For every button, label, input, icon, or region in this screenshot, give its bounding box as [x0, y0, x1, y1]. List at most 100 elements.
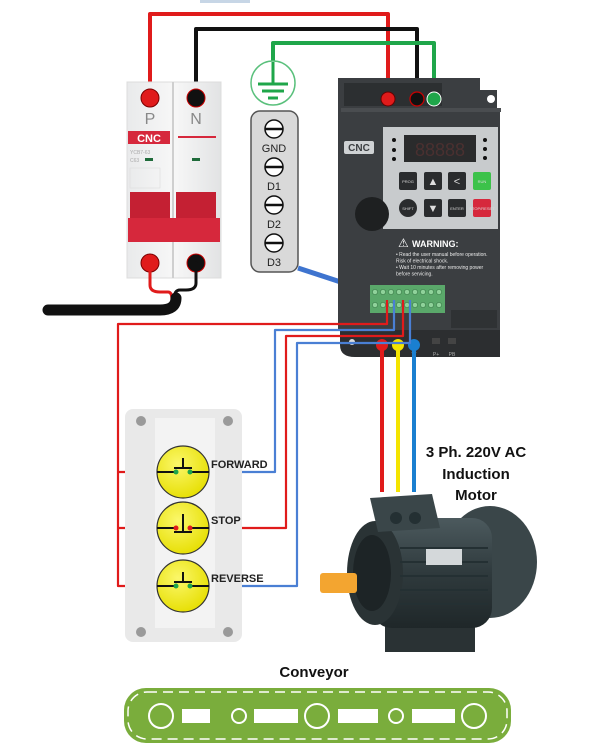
push-button-label: FORWARD [211, 459, 268, 471]
conveyor-slot [254, 709, 298, 723]
top-edge-strip [200, 0, 250, 3]
conveyor-belt[interactable] [124, 688, 511, 743]
vfd-key-[interactable]: < [448, 172, 466, 190]
conveyor-slot [412, 709, 455, 723]
breaker-label-p: P [145, 111, 156, 128]
vfd-display [404, 135, 476, 162]
stop-wire [208, 300, 405, 530]
legend-terminal-gnd: GND [262, 119, 287, 155]
vfd-key-prog[interactable]: PROG [399, 172, 417, 190]
vfd-key-label: ▼ [428, 203, 439, 215]
breaker-brand-badge [128, 131, 170, 144]
conveyor-roller [304, 703, 330, 729]
control-terminal-screw[interactable] [380, 302, 386, 308]
control-terminal-screw[interactable] [404, 302, 410, 308]
vfd-brand: CNC [348, 143, 370, 154]
vfd-display-readout: 88888 [415, 140, 465, 160]
vfd-output-pplus[interactable]: P+ [432, 338, 440, 358]
push-button-stop[interactable]: STOP [156, 501, 241, 555]
reverse-wire [208, 300, 412, 588]
circuit-breaker[interactable]: P N CNC YCB7-63 C63 [126, 81, 222, 279]
vfd-warning-title: WARNING: [412, 239, 459, 249]
push-button-reverse[interactable]: REVERSE [156, 559, 264, 613]
vfd-key-shift[interactable]: SHIFT [399, 199, 417, 217]
neutral-wire [194, 27, 419, 98]
vfd-key-stopreset[interactable]: STOP/RESET [469, 199, 495, 217]
vfd-speed-knob[interactable] [355, 197, 389, 231]
control-terminal-screw[interactable] [412, 289, 418, 295]
control-terminal-screw[interactable] [412, 302, 418, 308]
control-terminal-screw[interactable] [380, 289, 386, 295]
legend-terminal-d3: D3 [264, 233, 284, 269]
breaker-label-n: N [190, 111, 202, 128]
breaker-toggle-right[interactable] [176, 192, 216, 222]
vfd-key-label: < [454, 176, 460, 188]
legend-label: GND [262, 143, 287, 155]
breaker-terminal-p-top[interactable] [140, 88, 160, 108]
conveyor-label: Conveyor [279, 664, 348, 681]
vfd-drive: CNC 88888 PROG ▲ < RUN SHIFT ▼ ENTER STOP/RESET… [338, 78, 501, 358]
breaker-brand: CNC [137, 133, 161, 145]
control-terminal-screw[interactable] [388, 289, 394, 295]
legend-label: D3 [267, 257, 281, 269]
vfd-warning-line: before servicing. [396, 272, 433, 278]
vfd-input-l[interactable] [380, 91, 396, 107]
motor-nameplate [426, 549, 462, 565]
breaker-rating: C63 [130, 158, 139, 164]
ground-icon [250, 60, 296, 106]
motor-label-line2: Induction [442, 466, 510, 483]
breaker-terminal-n-top[interactable] [186, 88, 206, 108]
vfd-key-enter[interactable]: ENTER [448, 199, 466, 217]
control-terminal-screw[interactable] [420, 289, 426, 295]
screw-icon [223, 627, 233, 637]
conveyor-roller [148, 703, 174, 729]
screw-icon [136, 416, 146, 426]
conveyor-slot [338, 709, 378, 723]
control-terminal-screw[interactable] [396, 289, 402, 295]
live-wire [148, 12, 390, 98]
push-button-label: STOP [211, 515, 241, 527]
legend-terminal-d1: D1 [264, 157, 284, 193]
push-button-forward[interactable]: FORWARD [156, 445, 268, 499]
vfd-input-n[interactable] [409, 91, 425, 107]
legend-label: D1 [267, 181, 281, 193]
control-terminal-screw[interactable] [404, 289, 410, 295]
breaker-toggle-bar[interactable] [128, 218, 220, 242]
motor-wires [380, 346, 416, 492]
control-terminal-screw[interactable] [436, 302, 442, 308]
push-button-label: REVERSE [211, 573, 264, 585]
supply-cable [42, 261, 198, 316]
forward-wire [208, 300, 396, 474]
vfd-input-e[interactable] [426, 91, 442, 107]
control-terminal-screw[interactable] [428, 302, 434, 308]
breaker-model: YCB7-63 [130, 150, 151, 156]
push-button-station: FORWARD STOP REVERSE [125, 409, 268, 642]
control-terminal-screw[interactable] [420, 302, 426, 308]
vfd-key-[interactable]: ▼ [424, 199, 442, 217]
vfd-output-pb[interactable]: PB [448, 338, 456, 358]
control-terminal-screw[interactable] [372, 302, 378, 308]
legend-terminal-d2: D2 [264, 195, 284, 231]
conveyor-roller [461, 703, 487, 729]
vfd-output-label: PB [449, 352, 456, 358]
control-terminal-screw[interactable] [428, 289, 434, 295]
control-terminal-screw[interactable] [388, 302, 394, 308]
control-terminal-screw[interactable] [436, 289, 442, 295]
vfd-warning-line: Risk of electrical shock. [396, 259, 448, 265]
motor-label-line1: 3 Ph. 220V AC [426, 444, 526, 461]
breaker-toggle-left[interactable] [130, 192, 170, 222]
induction-motor[interactable] [320, 494, 537, 652]
legend-label: D2 [267, 219, 281, 231]
motor-shaft [320, 573, 357, 593]
vfd-warning-line: • Wait 10 minutes after removing power [396, 265, 483, 271]
control-terminal-screw[interactable] [396, 302, 402, 308]
screw-icon [136, 627, 146, 637]
warning-icon: ⚠ [398, 236, 409, 250]
vfd-key-[interactable]: ▲ [424, 172, 442, 190]
vfd-key-run[interactable]: RUN [473, 172, 491, 190]
vfd-key-label: ENTER [450, 206, 464, 211]
conveyor-roller [388, 708, 404, 724]
control-terminal-screw[interactable] [372, 289, 378, 295]
vfd-output-label: P+ [433, 352, 439, 358]
